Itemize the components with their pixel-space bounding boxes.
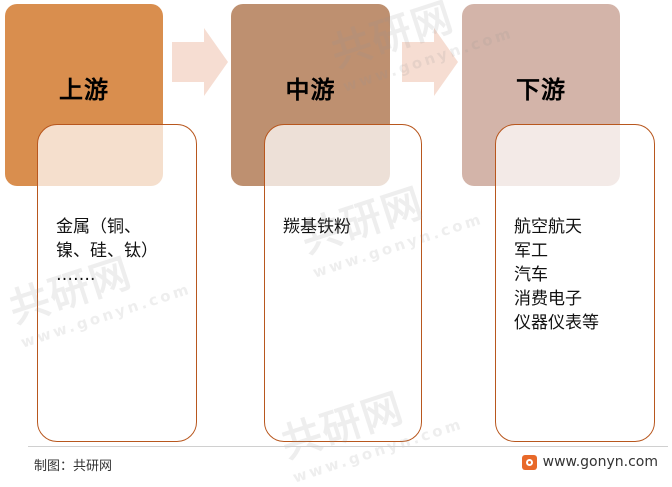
downstream-title: 下游 [516,75,566,104]
upstream-item-ellipsis: ……. [56,265,96,285]
upstream-item-metals: 金属（铜、 [56,217,141,237]
upstream-items: 金属（铜、 镍、硅、钛） ……. [56,215,186,287]
upstream-title: 上游 [59,75,109,104]
site-url: www.gonyn.com [542,454,658,470]
chart-source: 制图：共研网 [34,459,113,474]
site-link[interactable]: www.gonyn.com [521,454,658,470]
midstream-item-carbonyl-iron: 羰基铁粉 [283,217,351,237]
midstream-items: 羰基铁粉 [283,215,411,239]
downstream-items: 航空航天 军工 汽车 消费电子 仪器仪表等 [514,215,644,335]
downstream-item-automotive: 汽车 [514,265,548,285]
industry-chain-diagram: 上游 中游 下游 金属（铜、 镍、硅、钛） ……. 羰基铁粉 航空航天 军工 汽… [4,0,668,487]
downstream-item-instruments: 仪器仪表等 [514,313,599,333]
downstream-item-aerospace: 航空航天 [514,217,582,237]
downstream-item-consumer-electronics: 消费电子 [514,289,582,309]
footer-divider [28,446,668,447]
downstream-box: 航空航天 军工 汽车 消费电子 仪器仪表等 [495,124,655,442]
flow-arrow-midstream-to-downstream [402,28,458,96]
upstream-box: 金属（铜、 镍、硅、钛） ……. [37,124,197,442]
midstream-title: 中游 [285,75,336,104]
gonyn-logo-icon [521,454,537,470]
flow-arrow-upstream-to-midstream [172,28,228,96]
midstream-box: 羰基铁粉 [264,124,422,442]
downstream-item-military: 军工 [514,241,548,261]
upstream-item-metals-cont: 镍、硅、钛） [56,241,158,261]
